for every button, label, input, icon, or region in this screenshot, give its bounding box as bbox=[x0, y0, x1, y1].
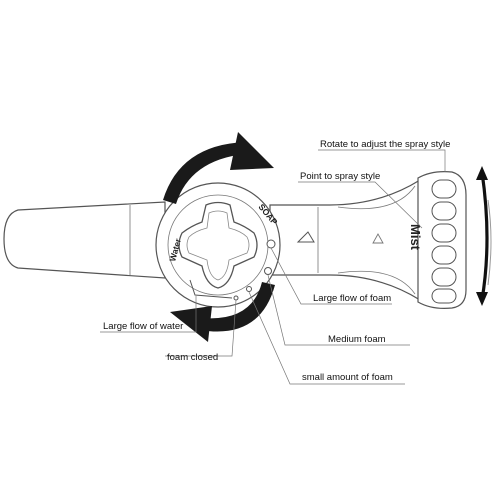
leader-rotate bbox=[318, 149, 446, 172]
bottom-rotation-arrowhead-icon bbox=[170, 306, 212, 342]
barrel-inner-curve bbox=[337, 185, 416, 210]
leader-large-foam bbox=[270, 247, 392, 305]
spray-direction-triangle bbox=[296, 231, 315, 243]
leader-small-foam bbox=[248, 291, 405, 385]
top-rotation-arrowhead-icon bbox=[230, 132, 274, 170]
barrel-body bbox=[269, 178, 421, 302]
bottom-rotation-arrow-icon bbox=[200, 282, 275, 332]
marker-large-foam bbox=[266, 239, 276, 249]
leader-point bbox=[298, 181, 423, 229]
nozzle-mist-label: Mist bbox=[408, 224, 423, 251]
leader-medium-foam bbox=[267, 274, 410, 346]
nozzle-grip-1 bbox=[431, 179, 457, 199]
nozzle-grip-6 bbox=[431, 288, 457, 304]
label-rotate-spray: Rotate to adjust the spray style bbox=[320, 139, 450, 150]
nozzle-grip-5 bbox=[431, 267, 457, 287]
water-marker-bracket bbox=[189, 279, 233, 299]
label-point-spray: Point to spray style bbox=[300, 171, 380, 182]
small-triangle-marker bbox=[372, 233, 384, 244]
marker-small-foam bbox=[246, 286, 252, 292]
barrel-inner-curve-bottom bbox=[337, 270, 416, 295]
vertical-arrow-head-bottom-icon bbox=[476, 292, 488, 306]
dial-cross-inner bbox=[186, 210, 250, 281]
label-small-foam: small amount of foam bbox=[302, 372, 393, 383]
handle-body bbox=[3, 201, 166, 279]
label-large-foam: Large flow of foam bbox=[313, 293, 391, 304]
vertical-rotate-arrow-icon bbox=[480, 171, 489, 301]
nozzle-grip-4 bbox=[431, 245, 457, 265]
vertical-arrow-shadow bbox=[487, 199, 492, 286]
label-foam-closed: foam closed bbox=[167, 352, 218, 363]
nozzle-grip-2 bbox=[431, 201, 457, 221]
marker-foam-closed bbox=[233, 295, 239, 301]
label-large-water: Large flow of water bbox=[103, 321, 183, 332]
leader-foam-closed bbox=[165, 299, 237, 357]
label-medium-foam: Medium foam bbox=[328, 334, 386, 345]
marker-medium-foam bbox=[264, 267, 272, 275]
leader-large-water bbox=[100, 296, 197, 333]
dial-cross-knob bbox=[178, 201, 258, 289]
vertical-arrow-head-top-icon bbox=[476, 166, 488, 180]
top-rotation-arrow-icon bbox=[163, 142, 245, 204]
nozzle-grip-3 bbox=[431, 223, 457, 243]
